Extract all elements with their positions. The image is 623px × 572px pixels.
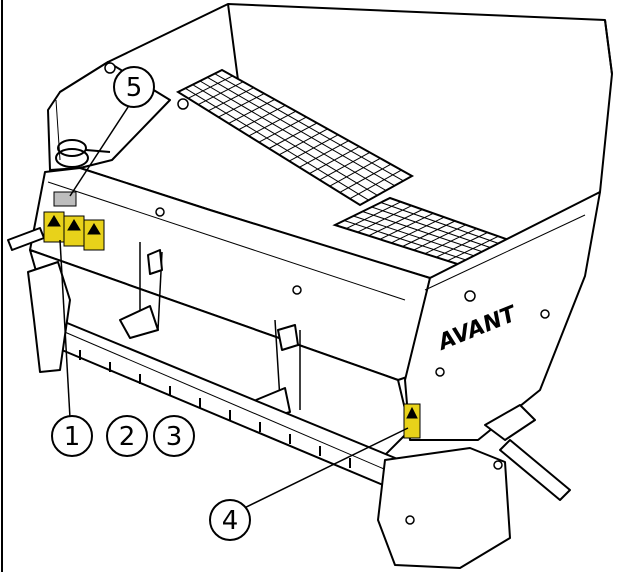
grid-screen-large-mesh [185,73,404,201]
callout-3: 3 [153,415,195,457]
rail-teeth [79,350,351,468]
callout-3-label: 3 [166,422,183,452]
blank-label-5 [53,191,77,207]
callout-1: 1 [51,415,93,457]
warning-label-4 [403,403,421,439]
callout-5-label: 5 [126,73,143,103]
leader-lines [59,103,409,515]
warning-labels-left [43,211,105,251]
callout-2: 2 [106,415,148,457]
right-hitch-arm [484,404,571,501]
fasteners [104,62,550,525]
callout-1-label: 1 [64,422,81,452]
callout-4-label: 4 [222,506,239,536]
left-bracket [7,227,71,373]
callout-5: 5 [113,66,155,108]
left-hook [55,139,111,168]
callout-2-label: 2 [119,422,136,452]
callout-4: 4 [209,499,251,541]
right-deflector [377,447,511,569]
